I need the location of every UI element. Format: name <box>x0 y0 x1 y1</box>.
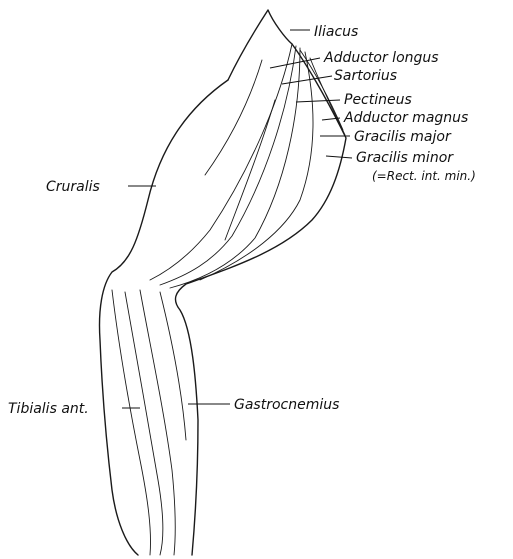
fibre-4 <box>200 52 313 280</box>
label-gracilis-minor: Gracilis minor <box>356 150 454 166</box>
label-tibialis-ant: Tibialis ant. <box>8 401 89 417</box>
leader-sartorius <box>282 76 332 84</box>
leader-pectineus <box>296 100 340 102</box>
leader-gracilis-minor <box>326 156 352 158</box>
thigh-outline-right <box>175 44 346 555</box>
thigh-outline-left <box>100 80 229 555</box>
leader-lines <box>122 30 352 408</box>
fibre-2 <box>160 46 296 285</box>
label-sartorius: Sartorius <box>334 68 397 84</box>
label-adductor-longus: Adductor longus <box>323 50 439 66</box>
label-gracilis-minor-note: (=Rect. int. min.) <box>372 169 476 183</box>
label-pectineus: Pectineus <box>344 92 412 108</box>
shin-fibre-3 <box>140 290 175 555</box>
fibre-7 <box>205 60 262 175</box>
shin-fibre-2 <box>125 292 163 555</box>
label-gracilis-major: Gracilis major <box>354 129 452 145</box>
label-gastrocnemius: Gastrocnemius <box>234 397 339 413</box>
label-adductor-magnus: Adductor magnus <box>343 110 468 126</box>
leg-drawing <box>100 10 347 555</box>
label-cruralis: Cruralis <box>46 179 100 195</box>
label-iliacus: Iliacus <box>314 24 358 40</box>
iliacus-shape <box>228 10 292 80</box>
fibre-1 <box>150 44 292 280</box>
